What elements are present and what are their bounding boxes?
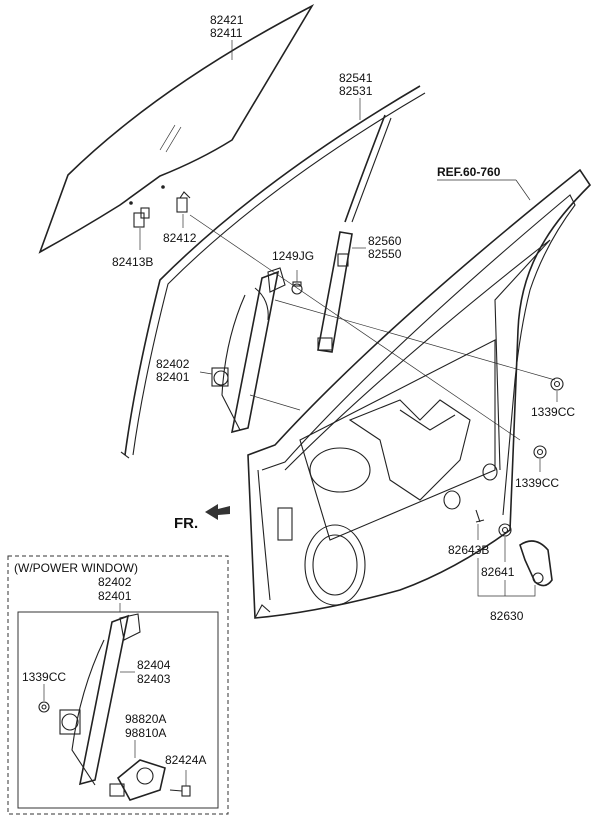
pw-motor-part-no-2: 98810A <box>125 726 166 740</box>
front-indicator-label: FR. <box>174 515 198 532</box>
bolt-part-no: 1249JG <box>272 249 314 263</box>
glass-clip-right-part-no: 82412 <box>163 231 197 245</box>
reference-label: REF.60-760 <box>437 165 501 179</box>
nut-lower <box>533 445 547 459</box>
regulator-part-no-1: 82402 <box>156 357 190 371</box>
pw-nut <box>38 701 50 713</box>
rear-channel-part-no-2: 82550 <box>368 247 402 261</box>
handle-clip <box>475 509 485 523</box>
regulator-part-no-2: 82401 <box>156 370 190 384</box>
run-channel-part-no-1: 82541 <box>339 71 373 85</box>
regulator-leader <box>199 371 213 375</box>
power-window-inset <box>7 555 229 815</box>
pw-motor <box>109 759 166 801</box>
pw-connector-part-no: 82424A <box>165 753 206 767</box>
pw-connector <box>169 785 191 797</box>
handle-knob <box>498 523 553 587</box>
reference-leader <box>515 179 531 201</box>
pw-regulator-part-no-2: 82401 <box>98 589 132 603</box>
run-channel <box>120 85 426 459</box>
door-glass <box>38 3 315 254</box>
pw-nut-part-no: 1339CC <box>22 670 66 684</box>
channel-strip <box>344 114 386 223</box>
rear-channel <box>317 231 353 353</box>
door-panel <box>247 168 592 619</box>
glass-part-no-1: 82421 <box>210 13 244 27</box>
nut-upper-part-no: 1339CC <box>531 405 575 419</box>
handle-assembly-bracket <box>477 558 536 597</box>
window-regulator <box>211 267 286 434</box>
nut-upper <box>550 377 564 391</box>
power-window-title: (W/POWER WINDOW) <box>14 561 138 575</box>
rear-channel-part-no-1: 82560 <box>368 234 402 248</box>
handle-clip-part-no: 82643B <box>448 543 489 557</box>
pw-motor-part-no-1: 98820A <box>125 712 166 726</box>
reference-line-2 <box>274 299 556 381</box>
glass-part-no-2: 82411 <box>210 26 243 40</box>
pw-cable-part-no-1: 82404 <box>137 658 171 672</box>
run-channel-part-no-2: 82531 <box>339 84 373 98</box>
nut-lower-part-no: 1339CC <box>515 476 559 490</box>
handle-assembly-part-no: 82630 <box>490 609 524 623</box>
reference-line-1 <box>189 214 521 441</box>
channel-strip-inner <box>351 117 392 223</box>
glass-clip-left <box>133 207 150 228</box>
pw-cable-part-no-2: 82403 <box>137 672 171 686</box>
pw-regulator-part-no-1: 82402 <box>98 575 132 589</box>
front-arrow-icon <box>205 504 230 520</box>
glass-clip-left-part-no: 82413B <box>112 255 153 269</box>
pw-regulator <box>59 613 141 786</box>
reference-line-3 <box>249 394 301 411</box>
handle-knob-part-no: 82641 <box>481 565 515 579</box>
power-window-inner-frame <box>17 611 219 809</box>
glass-clip-right <box>176 191 191 213</box>
